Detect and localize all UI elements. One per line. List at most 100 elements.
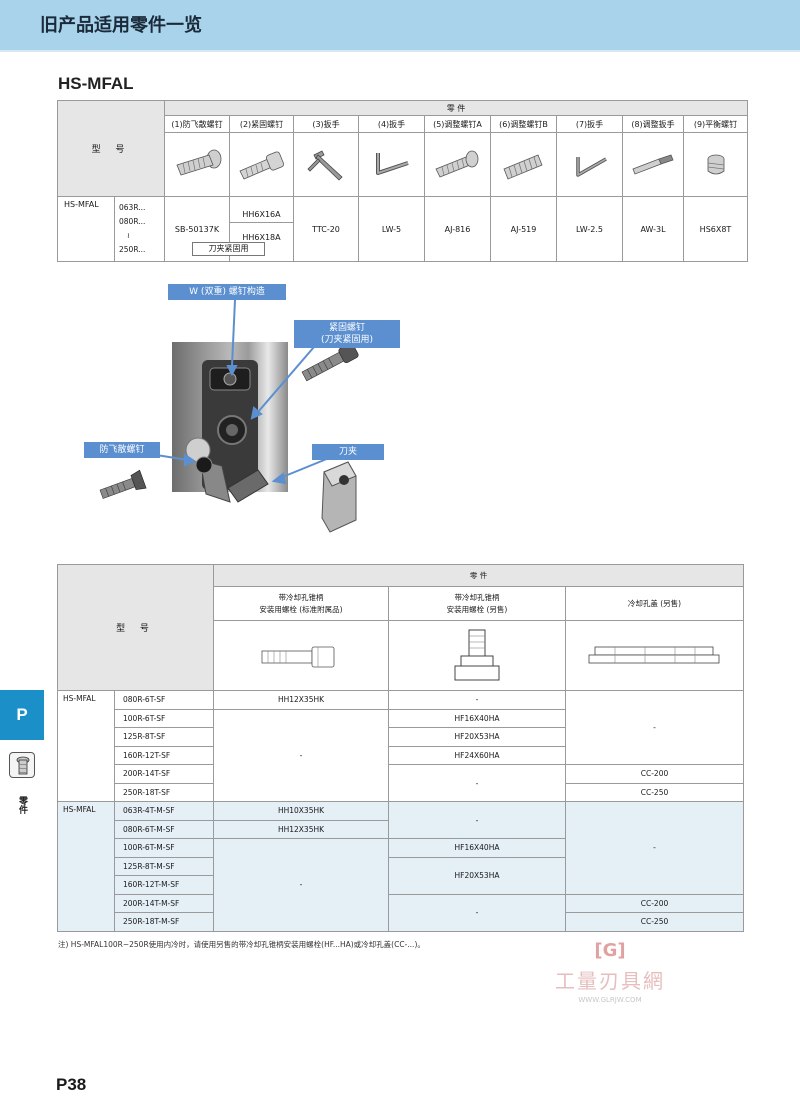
- col-opt-bolt: 带冷却孔锥柄 安装用螺栓 (另售): [388, 586, 566, 621]
- model-080R-6T-SF: 080R-6T-SF: [114, 690, 214, 710]
- g2-c3-top: -: [564, 801, 745, 895]
- model-100R-6T-M-SF: 100R-6T-M-SF: [114, 838, 214, 858]
- col-header-1: (1)防飞散螺钉: [164, 115, 230, 133]
- col-header-7: (7)扳手: [556, 115, 623, 133]
- model-range: ≀: [127, 231, 130, 240]
- callout-clamp-screw: 紧固螺钉 (刀夹紧固用): [294, 320, 400, 348]
- callout-anti-scatter: 防飞散螺钉: [84, 442, 160, 458]
- model-080: 080R...: [119, 217, 146, 226]
- model-125R-8T-M-SF: 125R-8T-M-SF: [114, 856, 214, 876]
- g2-c2-100: HF16X40HA: [388, 838, 566, 858]
- col-std-bolt: 带冷却孔锥柄 安装用螺栓 (标准附属品): [213, 586, 389, 621]
- std-bolt-icon: [213, 620, 389, 691]
- col-coolant-cap: 冷却孔盖 (另售): [564, 586, 745, 621]
- g1-c2-125: HF20X53HA: [388, 727, 566, 747]
- model-160R-12T-SF: 160R-12T-SF: [114, 745, 214, 765]
- model-125R-8T-SF: 125R-8T-SF: [114, 727, 214, 747]
- col-header-2: (2)紧固螺钉: [229, 115, 294, 133]
- adjust-screw-b-icon: [490, 132, 557, 197]
- series-label-2: HS-MFAL: [57, 801, 115, 932]
- cartridge-photo: [321, 461, 357, 533]
- footnote: 注) HS-MFAL100R~250R使用内冷时，请使用另售的带冷却孔锥柄安装用…: [58, 940, 425, 949]
- parts-table: 型 号 零 件 (1)防飞散螺钉 (2)紧固螺钉 (3)扳手 (4)扳手 (5)…: [57, 100, 748, 262]
- side-tab-p[interactable]: P: [0, 690, 44, 740]
- col-header-3: (3)扳手: [293, 115, 359, 133]
- g1-c1-080: HH12X35HK: [213, 690, 389, 710]
- model-063R-4T-M-SF: 063R-4T-M-SF: [114, 801, 214, 821]
- screw-icon: [164, 132, 230, 197]
- clamp-note-box: 刀夹紧固用: [192, 242, 265, 256]
- g2-c3-200: CC-200: [564, 893, 745, 913]
- model-100R-6T-SF: 100R-6T-SF: [114, 708, 214, 728]
- model-250: 250R...: [119, 245, 146, 254]
- g1-c3-250: CC-250: [564, 782, 745, 802]
- callout-cartridge: 刀夹: [312, 444, 384, 460]
- g2-c1-rest: -: [213, 838, 389, 932]
- tool-diagram: W (双重) 螺钉构造 紧固螺钉 (刀夹紧固用) 防飞散螺钉 刀夹: [80, 280, 410, 540]
- watermark-text: 工量刃具網: [555, 969, 665, 993]
- wrench-7-value: LW-2.5: [556, 196, 623, 262]
- coolant-table: 型 号 零 件 带冷却孔锥柄 安装用螺栓 (标准附属品) 带冷却孔锥柄 安装用螺…: [57, 564, 745, 932]
- balance-screw-value: HS6X8T: [683, 196, 748, 262]
- watermark-logo: [G]: [594, 940, 626, 961]
- hex-key-icon: [358, 132, 425, 197]
- page-header-title: 旧产品适用零件一览: [40, 15, 202, 36]
- parts-header-2: 零 件: [212, 564, 745, 587]
- parts-header: 零 件: [164, 100, 748, 116]
- model-list: 063R... 080R... ≀ 250R...: [114, 196, 165, 262]
- t-wrench-icon: [293, 132, 359, 197]
- series-label: HS-MFAL: [57, 196, 115, 262]
- adjust-screw-a-icon: [424, 132, 491, 197]
- header-rule: [0, 50, 800, 52]
- coolant-cap-icon: [564, 620, 745, 691]
- g2-c1-080: HH12X35HK: [213, 819, 389, 839]
- g1-c1-rest: -: [213, 708, 389, 802]
- col-header-6: (6)调整螺钉B: [490, 115, 557, 133]
- section-title: HS-MFAL: [58, 74, 134, 93]
- g1-c2-100: HF16X40HA: [388, 708, 566, 728]
- model-header-2: 型 号: [57, 564, 214, 691]
- g1-c2-080: -: [388, 690, 566, 710]
- page-number: P38: [56, 1075, 87, 1094]
- g2-c2-125-160: HF20X53HA: [388, 856, 566, 895]
- g1-c2-200-250: -: [388, 764, 566, 802]
- clamp-screw-18: HH6X18A: [242, 232, 281, 242]
- col-header-8: (8)调整扳手: [622, 115, 684, 133]
- adjust-a-value: AJ-816: [424, 196, 491, 262]
- header-band: [0, 0, 800, 50]
- g2-c2-200-250: -: [388, 893, 566, 932]
- model-200R-14T-SF: 200R-14T-SF: [114, 764, 214, 784]
- g1-c3-200: CC-200: [564, 764, 745, 784]
- hex-key-small-icon: [556, 132, 623, 197]
- adjust-b-value: AJ-519: [490, 196, 557, 262]
- col-header-5: (5)调整螺钉A: [424, 115, 491, 133]
- model-250R-18T-M-SF: 250R-18T-M-SF: [114, 912, 214, 932]
- adjust-wrench-icon: [622, 132, 684, 197]
- g1-c2-160: HF24X60HA: [388, 745, 566, 765]
- col-header-4: (4)扳手: [358, 115, 425, 133]
- tool-photo: [99, 299, 359, 533]
- callout-w-screw: W (双重) 螺钉构造: [168, 284, 286, 300]
- socket-screw-icon: [229, 132, 294, 197]
- g2-c1-063: HH10X35HK: [213, 801, 389, 821]
- col-header-9: (9)平衡螺钉: [683, 115, 748, 133]
- model-160R-12T-M-SF: 160R-12T-M-SF: [114, 875, 214, 895]
- adjust-wrench-value: AW-3L: [622, 196, 684, 262]
- model-063: 063R...: [119, 203, 146, 212]
- wrench-4-value: LW-5: [358, 196, 425, 262]
- model-header: 型 号: [57, 100, 165, 197]
- series-label-1: HS-MFAL: [57, 690, 115, 802]
- watermark-url: WWW.GLRJW.COM: [578, 996, 642, 1004]
- g1-c3-top: -: [564, 690, 745, 765]
- part-screw-icon: [9, 752, 35, 778]
- opt-bolt-icon: [388, 620, 566, 691]
- model-080R-6T-M-SF: 080R-6T-M-SF: [114, 819, 214, 839]
- g2-c3-250: CC-250: [564, 912, 745, 932]
- model-250R-18T-SF: 250R-18T-SF: [114, 782, 214, 802]
- clamp-screw-16: HH6X16A: [230, 206, 293, 223]
- anti-scatter-screw-photo: [99, 469, 147, 499]
- g2-c2-top: -: [388, 801, 566, 839]
- set-screw-icon: [683, 132, 748, 197]
- wrench-3-value: TTC-20: [293, 196, 359, 262]
- clamp-screw-photo: [301, 342, 359, 382]
